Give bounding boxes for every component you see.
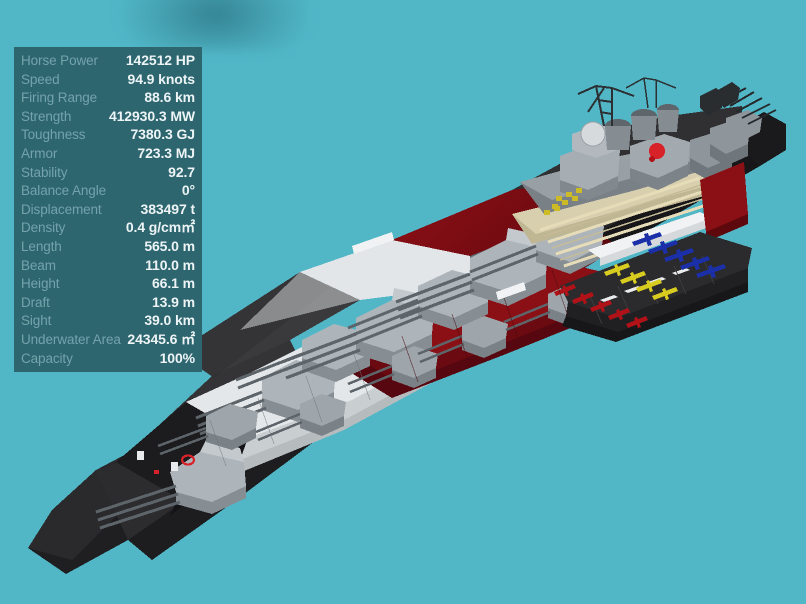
stat-value: 0.4 g/cm㎡ <box>125 219 195 236</box>
mid-turret-cluster[interactable] <box>281 216 604 394</box>
stat-value: 24345.6 ㎡ <box>127 330 195 347</box>
stat-label: Speed <box>21 71 60 87</box>
stat-row-displacement: Displacement 383497 t <box>21 200 195 219</box>
stat-row-underwater-area: Underwater Area 24345.6 ㎡ <box>21 330 195 349</box>
stat-value: 13.9 m <box>152 293 195 310</box>
stat-value: 92.7 <box>168 163 195 180</box>
stat-label: Toughness <box>21 127 86 143</box>
stat-label: Armor <box>21 145 58 161</box>
stat-label: Strength <box>21 108 72 124</box>
stat-label: Beam <box>21 257 56 273</box>
stat-label: Stability <box>21 164 68 180</box>
aircraft-yellow <box>604 263 678 300</box>
deck-details <box>137 232 569 474</box>
stat-row-armor: Armor 723.3 MJ <box>21 144 195 163</box>
stat-label: Firing Range <box>21 90 98 106</box>
stat-row-capacity: Capacity 100% <box>21 349 195 368</box>
stat-label: Density <box>21 220 66 236</box>
stat-value: 412930.3 MW <box>108 107 195 124</box>
stat-label: Underwater Area <box>21 331 121 347</box>
stat-row-firing-range: Firing Range 88.6 km <box>21 88 195 107</box>
stat-value: 7380.3 GJ <box>130 126 196 143</box>
stat-row-strength: Strength 412930.3 MW <box>21 107 195 126</box>
stat-value: 110.0 m <box>145 256 195 273</box>
ship-stats-panel: Horse Power 142512 HP Speed 94.9 knots F… <box>14 47 202 373</box>
stat-row-balance-angle: Balance Angle 0° <box>21 181 195 200</box>
stat-value: 723.3 MJ <box>137 144 195 161</box>
stat-value: 88.6 km <box>144 89 195 106</box>
stat-row-horse-power: Horse Power 142512 HP <box>21 51 195 70</box>
stat-value: 66.1 m <box>152 275 195 292</box>
aircraft-red <box>554 284 648 328</box>
stat-row-draft: Draft 13.9 m <box>21 293 195 312</box>
stat-label: Length <box>21 238 62 254</box>
aircraft-blue <box>632 232 726 278</box>
stat-label: Sight <box>21 313 52 329</box>
stat-label: Horse Power <box>21 53 98 68</box>
stat-value: 383497 t <box>140 200 196 217</box>
stat-row-speed: Speed 94.9 knots <box>21 70 195 89</box>
stat-row-density: Density 0.4 g/cm㎡ <box>21 218 195 237</box>
stat-row-height: Height 66.1 m <box>21 274 195 293</box>
stat-row-length: Length 565.0 m <box>21 237 195 256</box>
stat-value: 94.9 knots <box>127 70 196 87</box>
flight-deck[interactable] <box>554 232 752 342</box>
stat-label: Height <box>21 276 60 292</box>
stat-label: Displacement <box>21 201 102 217</box>
stat-label: Draft <box>21 294 50 310</box>
stat-value: 565.0 m <box>144 237 195 254</box>
stat-value: 0° <box>181 182 195 199</box>
stat-row-stability: Stability 92.7 <box>21 163 195 182</box>
secondary-gun-deck <box>512 168 726 268</box>
stat-row-beam: Beam 110.0 m <box>21 256 195 275</box>
superstructure[interactable] <box>520 77 777 215</box>
stat-label: Capacity <box>21 350 73 366</box>
stat-value: 39.0 km <box>144 312 195 329</box>
stat-value: 100% <box>159 349 196 366</box>
stat-row-sight: Sight 39.0 km <box>21 311 195 330</box>
stat-label: Balance Angle <box>21 183 107 199</box>
stat-row-toughness: Toughness 7380.3 GJ <box>21 125 195 144</box>
stern-red-wall <box>700 162 748 242</box>
stat-value: 142512 HP <box>125 52 195 68</box>
